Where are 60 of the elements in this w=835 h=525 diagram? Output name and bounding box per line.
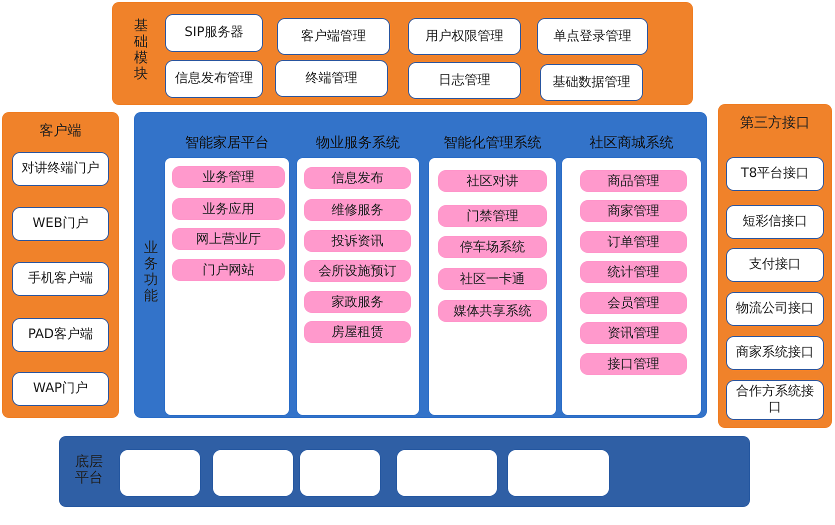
module-box: 手机客户端 — [12, 262, 109, 296]
module-box: 日志管理 — [408, 62, 521, 99]
module-box: 对讲终端门户 — [12, 152, 109, 186]
function-box: 停车场系统 — [438, 236, 547, 258]
system-title: 物业服务系统 — [315, 134, 401, 152]
function-box: 媒体共享系统 — [438, 300, 547, 322]
function-box: 房屋租赁 — [304, 321, 411, 343]
function-box: 会员管理 — [580, 292, 687, 314]
panel-title: 客户端 — [38, 122, 82, 140]
platform-box — [397, 450, 497, 496]
module-box: T8平台接口 — [726, 157, 824, 191]
function-box: 统计管理 — [580, 261, 687, 283]
module-box: WAP门户 — [12, 372, 109, 406]
module-box: 商家系统接口 — [726, 336, 824, 370]
function-box: 接口管理 — [580, 353, 687, 375]
function-box: 门户网站 — [172, 259, 285, 281]
platform-box — [213, 450, 293, 496]
function-box: 社区对讲 — [438, 170, 547, 192]
module-box: 支付接口 — [726, 248, 824, 282]
module-box: 用户权限管理 — [408, 18, 521, 55]
function-box: 社区一卡通 — [438, 268, 547, 290]
module-panel — [59, 436, 750, 507]
function-box: 业务应用 — [172, 198, 285, 220]
system-title: 智能化管理系统 — [442, 134, 542, 152]
module-box: 单点登录管理 — [537, 18, 648, 55]
system-title: 智能家居平台 — [184, 134, 270, 152]
function-box: 资讯管理 — [580, 322, 687, 344]
function-box: 订单管理 — [580, 231, 687, 253]
function-box: 家政服务 — [304, 291, 411, 313]
module-panel — [2, 112, 119, 418]
module-box: 基础数据管理 — [540, 64, 643, 101]
function-box: 信息发布 — [304, 167, 411, 189]
function-box: 维修服务 — [304, 199, 411, 221]
platform-box — [508, 450, 609, 496]
module-box: PAD客户端 — [12, 318, 109, 352]
module-box: WEB门户 — [12, 207, 109, 241]
platform-box — [120, 450, 200, 496]
module-box: 终端管理 — [275, 60, 388, 97]
function-box: 商品管理 — [580, 170, 687, 192]
module-box: 合作方系统接口 — [726, 380, 824, 420]
function-box: 投诉资讯 — [304, 230, 411, 252]
system-title: 社区商城系统 — [588, 134, 674, 152]
panel-title: 第三方接口 — [739, 114, 811, 132]
function-box: 会所设施预订 — [304, 260, 411, 282]
panel-title: 基础模块 — [134, 18, 148, 82]
module-box: 物流公司接口 — [726, 292, 824, 326]
function-box: 商家管理 — [580, 200, 687, 222]
panel-title: 底层平台 — [75, 454, 103, 486]
module-panel — [112, 2, 693, 105]
module-panel — [134, 112, 707, 418]
function-box: 业务管理 — [172, 166, 285, 188]
module-box: SIP服务器 — [165, 14, 263, 52]
module-panel — [718, 104, 832, 428]
module-box: 短彩信接口 — [726, 205, 824, 239]
panel-title: 业务功能 — [144, 240, 158, 304]
module-box: 信息发布管理 — [165, 60, 263, 98]
platform-box — [300, 450, 380, 496]
function-box: 网上营业厅 — [172, 228, 285, 250]
function-box: 门禁管理 — [438, 205, 547, 227]
module-box: 客户端管理 — [277, 18, 390, 55]
